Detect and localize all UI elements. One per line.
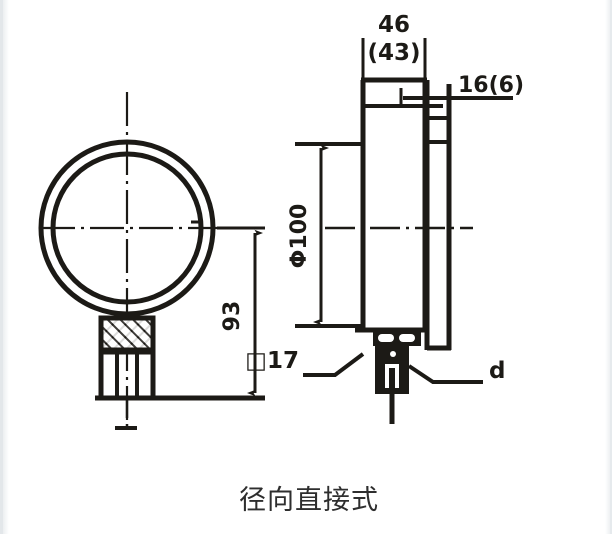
dimension-dial-diameter-value: Φ100 <box>287 204 312 269</box>
side-view <box>295 38 513 424</box>
front-view <box>38 92 265 430</box>
dimension-center-height-value: 93 <box>220 301 245 332</box>
technical-drawing-canvas: 46 (43) 16(6) Φ100 93 □17 d <box>38 12 524 430</box>
dimension-hex-across-flats-value: □17 <box>245 348 299 374</box>
dimension-bezel-depth-value: 16(6) <box>458 73 524 98</box>
front-view-stem-block <box>98 315 156 401</box>
side-view-case-body <box>355 77 428 333</box>
drawing-caption: 径向直接式 <box>239 485 379 516</box>
side-view-bezel <box>424 80 452 351</box>
dimension-center-height <box>217 226 265 397</box>
gauge-dial-inner-circle <box>50 151 204 305</box>
gauge-case-outer-circle <box>38 139 216 317</box>
dimension-dial-diameter <box>295 142 363 328</box>
dimension-thread-size-value: d <box>489 358 505 384</box>
leader-hex-across-flats <box>303 352 365 377</box>
leader-thread-size <box>407 364 483 384</box>
dimension-case-depth-value: 46 <box>378 12 410 38</box>
dimension-case-depth-alt-value: (43) <box>367 40 420 66</box>
dimension-labels: 46 (43) 16(6) Φ100 93 □17 d <box>220 12 524 384</box>
side-view-stem-assembly <box>373 330 421 424</box>
